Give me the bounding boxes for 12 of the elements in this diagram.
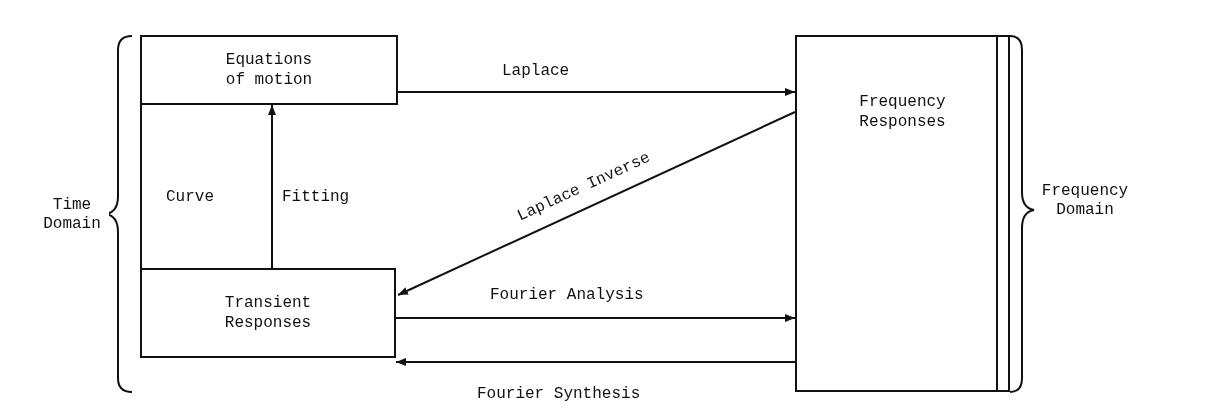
connector-line [140, 104, 142, 269]
arrow [268, 104, 276, 269]
box-label: Frequency Responses [858, 92, 947, 132]
box-label: Equations of motion [224, 50, 314, 90]
box-label: Transient Responses [223, 293, 313, 333]
arrow [395, 358, 796, 366]
process-box [795, 35, 1010, 392]
arrow [397, 88, 796, 96]
process-box [140, 268, 396, 358]
process-box [140, 35, 398, 105]
arrow [397, 111, 796, 296]
arrow [395, 314, 796, 322]
